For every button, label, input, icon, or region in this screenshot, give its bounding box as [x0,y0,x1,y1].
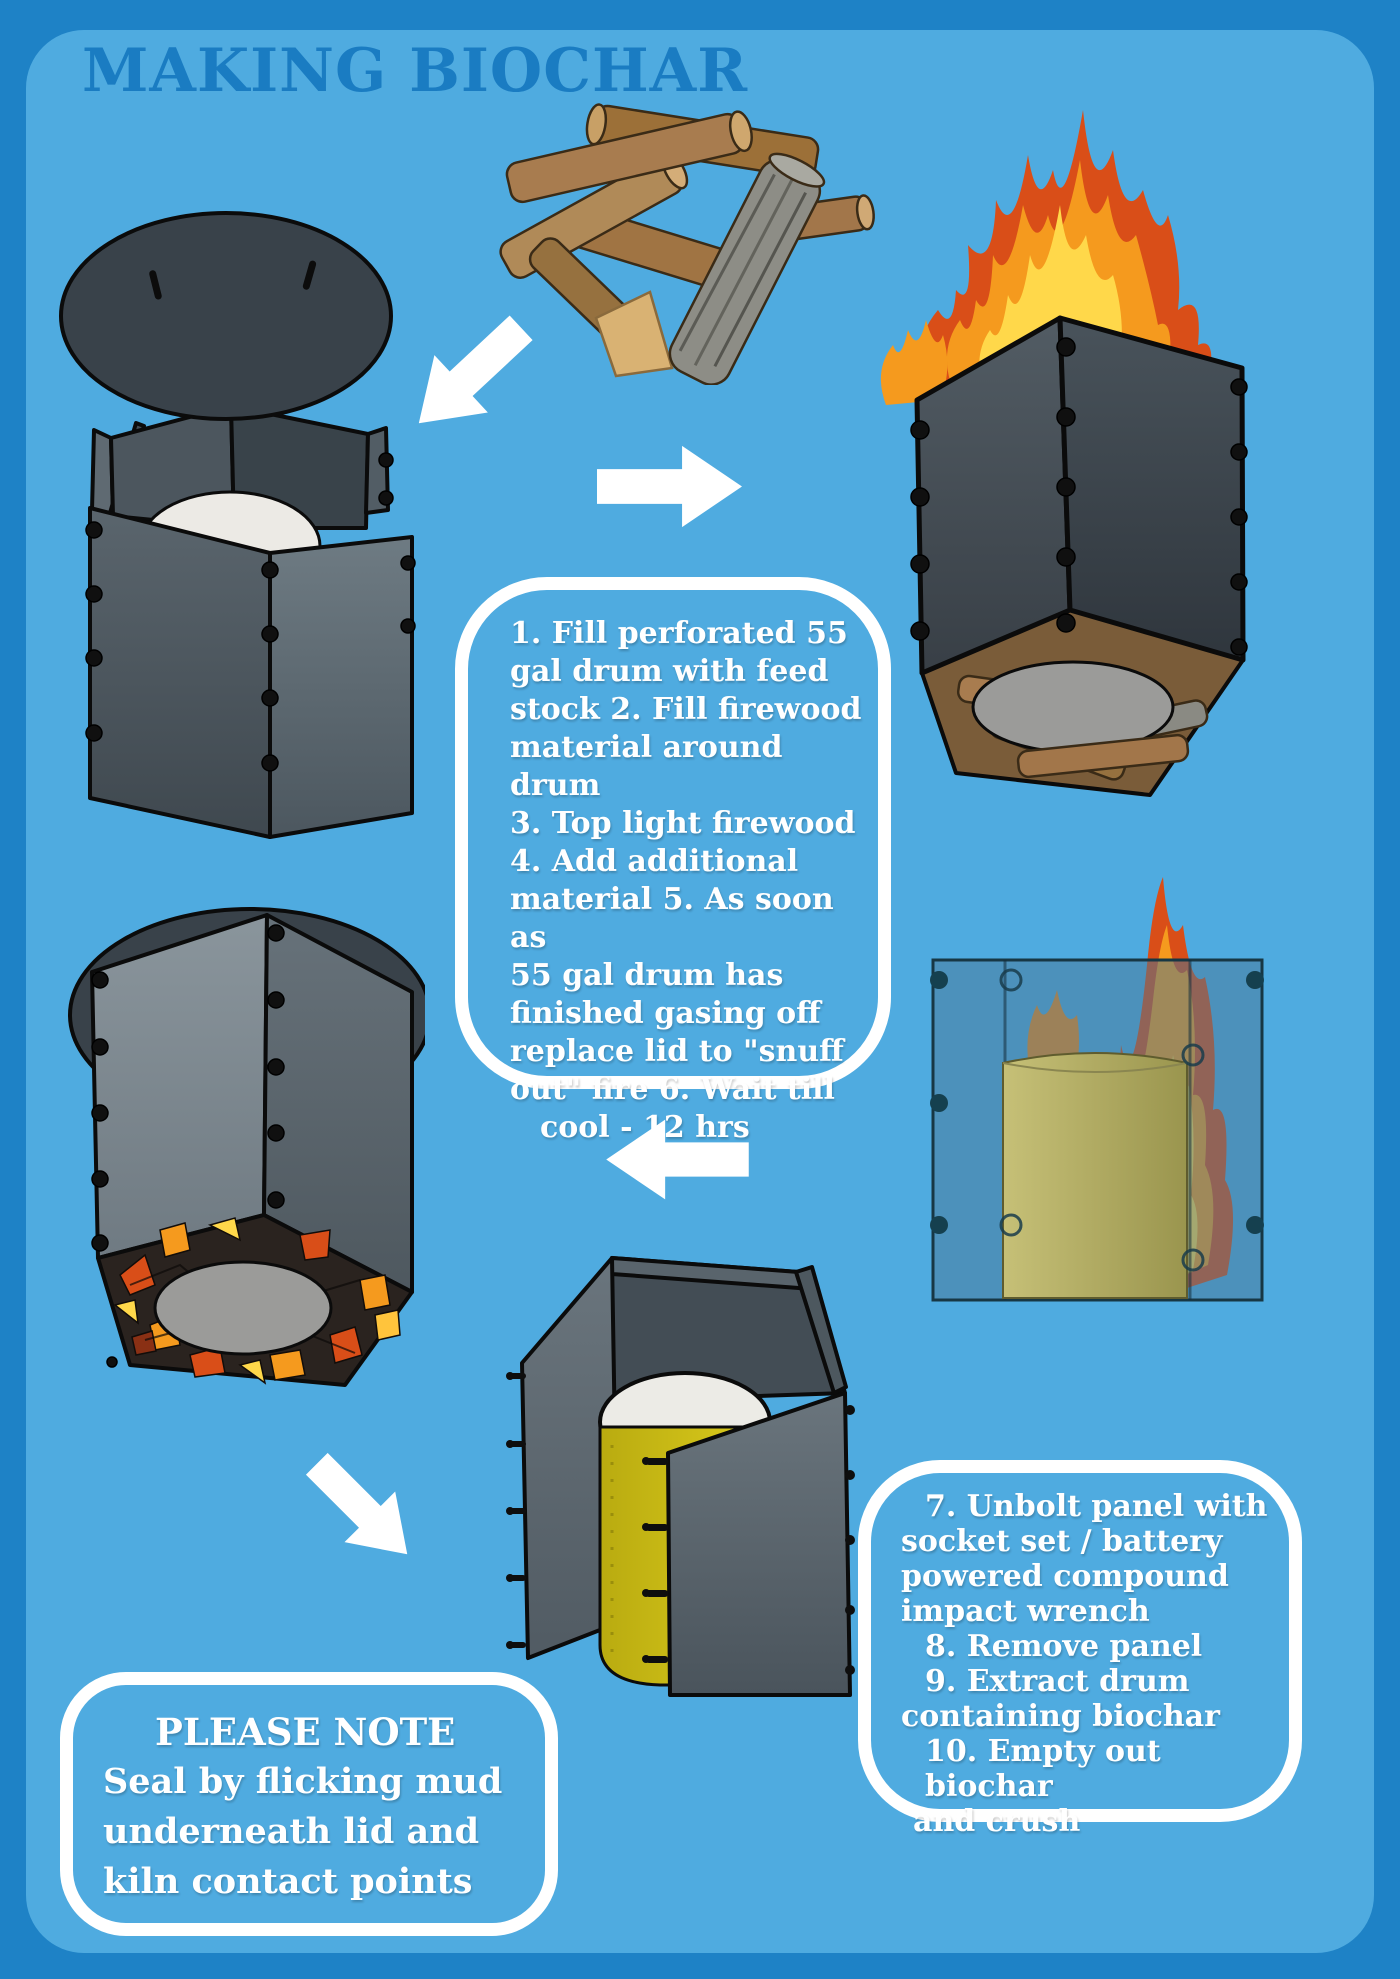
page-title: MAKING BIOCHAR [82,36,749,106]
open-kiln-drum-illustration [500,1215,885,1700]
logs [499,103,875,385]
note-line: Seal by flicking mud [103,1761,503,1802]
instruction-line: finished gasing off [510,996,821,1031]
instruction-line: gal drum with feed [510,654,829,689]
instruction-line: 3. Top light firewood [510,806,856,841]
instruction-line: 55 gal drum has [510,958,784,993]
instruction-line: material 5. As soon as [510,882,834,955]
instruction-line: 9. Extract drum [925,1664,1190,1699]
instruction-line: 4. Add additional [510,844,799,879]
instruction-line: material around drum [510,730,783,803]
note-box: PLEASE NOTE Seal by flicking mud underne… [60,1672,558,1936]
instruction-line: 1. Fill perforated 55 [510,616,848,651]
instruction-line: out" fire 6. Wait till [510,1072,835,1107]
drum-bottom [153,1260,333,1356]
firewood-pile-illustration [498,100,890,385]
bolts [506,1372,855,1675]
instruction-line: 8. Remove panel [925,1629,1203,1664]
instruction-line: impact wrench [901,1594,1150,1629]
embers-kiln-illustration [60,885,425,1390]
kiln-lid-icon [59,211,393,421]
arrow-down-left-icon [386,293,553,458]
note-line: underneath lid and [103,1811,480,1852]
note-line: kiln contact points [103,1861,473,1902]
kiln-body [914,315,1246,797]
lid-handles [149,260,317,300]
bolts [85,452,416,772]
drum-icon [1002,1052,1188,1299]
kiln-body [59,211,414,839]
instruction-line: containing biochar [901,1699,1220,1734]
arrow-left-icon [604,1112,751,1207]
arrow-down-right-icon [286,1433,439,1586]
instruction-line: replace lid to "snuff [510,1034,844,1069]
steps-7-10-box: 7. Unbolt panel with socket set / batter… [858,1460,1302,1839]
instruction-line: socket set / battery [901,1524,1223,1559]
note-heading: PLEASE NOTE [155,1710,456,1754]
bolts [910,337,1248,656]
arrow-right-icon [597,438,742,535]
burning-kiln-illustration [868,95,1263,805]
steps-1-6-box: 1. Fill perforated 55 gal drum with feed… [455,577,891,1145]
instruction-line: powered compound [901,1559,1229,1594]
instruction-line: and crush [913,1804,1081,1839]
bolts [91,924,285,1368]
translucent-kiln-illustration [925,865,1270,1305]
kiln-lid-closed-illustration [48,198,418,843]
front-panel [666,1391,852,1697]
instruction-line: 10. Empty out biochar [925,1734,1161,1804]
instruction-line: stock 2. Fill firewood [510,692,862,727]
bolts [930,968,1264,1272]
bark-log [668,152,826,385]
instruction-line: 7. Unbolt panel with [925,1489,1268,1524]
kiln-body [520,1256,852,1697]
